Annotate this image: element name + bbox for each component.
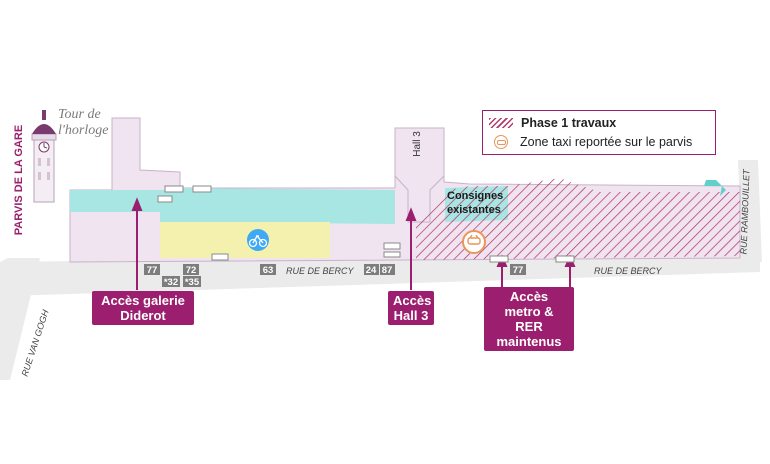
legend-phase1-label: Phase 1 travaux (521, 116, 617, 130)
access-hall3-line2: Hall 3 (393, 308, 429, 323)
access-metro-line3: maintenus (496, 334, 562, 349)
access-arrows (131, 197, 576, 290)
consignes-line1: Consignes (447, 190, 503, 202)
parvis-label: PARVIS DE LA GARE (13, 125, 25, 235)
bus-stop: 77 (147, 265, 158, 276)
tower-label-line1: Tour de (58, 107, 101, 122)
legend-taxi-label: Zone taxi reportée sur le parvis (520, 135, 693, 149)
map-legend: Phase 1 travaux Zone taxi reportée sur l… (482, 110, 716, 155)
arrow-up-icon (704, 180, 726, 196)
access-hall3-line1: Accès (393, 293, 432, 308)
bus-stop: 72 (186, 265, 197, 276)
taxi-icon (494, 135, 508, 149)
legend-phase1: Phase 1 travaux (489, 116, 616, 130)
bus-stop-badges: 77 72 63 24 87 77 *32 *35 (144, 264, 526, 288)
teal-area (70, 188, 395, 224)
bus-stop: 24 (366, 265, 377, 276)
legend-taxi: Zone taxi reportée sur le parvis (489, 135, 692, 149)
access-hall3-label: Accès Hall 3 (388, 291, 434, 325)
access-metro-line2: metro & RER (504, 304, 554, 334)
night-stop: *32 (164, 277, 178, 288)
access-diderot-label: Accès galerie Diderot (92, 291, 194, 325)
road-rue-van-gogh (0, 258, 40, 380)
phase1-works-area (416, 178, 740, 260)
night-stop: *35 (185, 277, 200, 288)
street-label: RUE DE BERCY (286, 266, 355, 276)
clock-tower-icon (31, 110, 57, 203)
hall3-label: Hall 3 (412, 131, 423, 157)
access-metro-label: Accès metro & RER maintenus (484, 287, 574, 351)
bus-stop: 77 (513, 265, 524, 276)
consignes-line2: existantes (447, 204, 501, 216)
teal-area-left (70, 190, 112, 212)
taxi-icon (462, 230, 486, 254)
road-rue-rambouillet (738, 160, 762, 262)
access-diderot-line2: Diderot (120, 308, 166, 323)
bus-stop: 63 (263, 265, 274, 276)
street-label: RUE RAMBOUILLET (739, 168, 752, 255)
bus-stop: 87 (382, 265, 393, 276)
ticket-machine-icon (157, 185, 575, 263)
tower-label-line2: l'horloge (58, 123, 108, 138)
bike-parking-area (160, 222, 330, 258)
access-metro-line1: Accès (509, 289, 549, 304)
street-label: RUE DE BERCY (594, 266, 663, 276)
hatch-swatch-icon (489, 118, 513, 128)
bicycle-icon (247, 229, 269, 251)
access-diderot-line1: Accès galerie (101, 293, 185, 308)
